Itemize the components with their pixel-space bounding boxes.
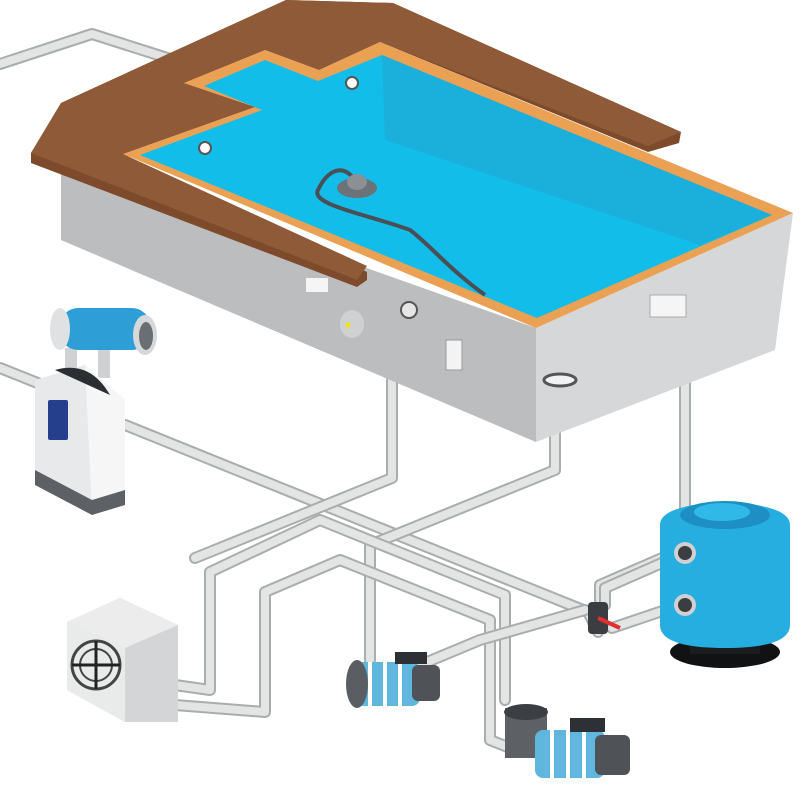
main-drain-icon bbox=[542, 372, 578, 388]
pool-water-shade bbox=[382, 55, 772, 245]
sand-filter bbox=[660, 501, 790, 668]
pool-wall-left bbox=[61, 160, 536, 442]
wall-inlet-icon bbox=[400, 301, 418, 319]
fan-icon bbox=[70, 639, 122, 691]
heat-pump bbox=[67, 598, 178, 722]
control-unit bbox=[35, 365, 125, 515]
skimmer-icon bbox=[649, 294, 687, 318]
pool-wall-right bbox=[536, 213, 793, 442]
valve-icon bbox=[588, 602, 621, 634]
salt-chlorinator bbox=[50, 308, 157, 378]
control-panel-icon bbox=[48, 400, 68, 440]
pool-light-icon bbox=[340, 310, 364, 338]
wooden-deck bbox=[31, 0, 681, 287]
return-inlet-icon bbox=[198, 141, 212, 155]
pool-water bbox=[140, 55, 772, 318]
return-inlet-icon bbox=[345, 76, 359, 90]
suction-fitting-icon bbox=[445, 339, 463, 371]
light-dot bbox=[345, 322, 351, 328]
robot-cleaner-icon bbox=[315, 168, 487, 297]
filtration-pump bbox=[504, 704, 630, 778]
booster-pump bbox=[346, 652, 440, 708]
skimmer-box-icon bbox=[306, 278, 328, 292]
